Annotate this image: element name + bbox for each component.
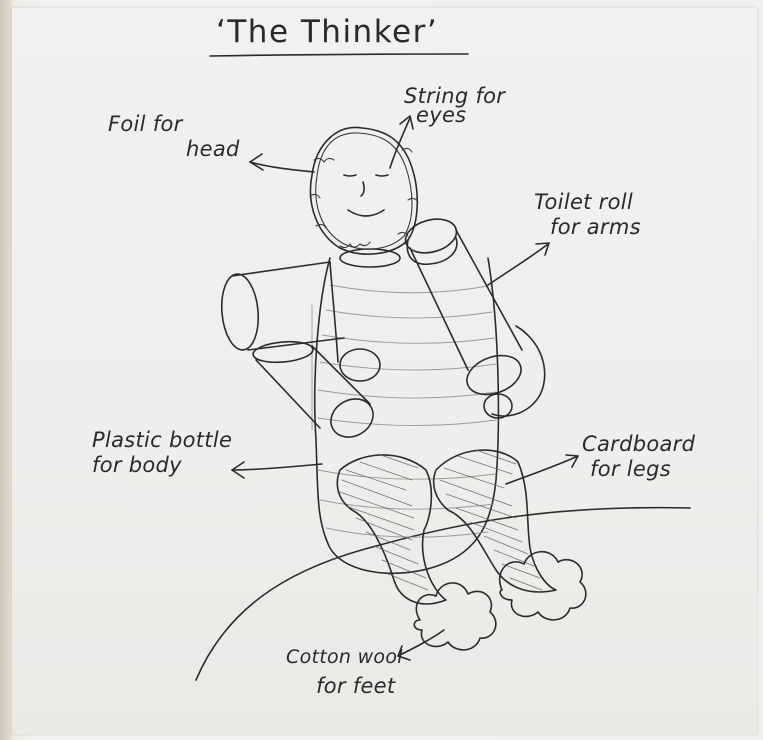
foil-head xyxy=(310,128,418,255)
body-bottle xyxy=(312,258,498,573)
title-underline xyxy=(210,54,468,56)
label-cardboard-legs: Cardboard for legs xyxy=(582,432,695,482)
right-arm-roll xyxy=(402,214,545,418)
label-foil-head: Foil for head xyxy=(108,112,240,162)
label-plastic-bottle-body: Plastic bottle for body xyxy=(92,428,232,478)
label-toilet-roll-arms: Toilet roll for arms xyxy=(534,190,641,240)
label-string-eyes: String for eyes xyxy=(404,84,505,128)
cardboard-legs xyxy=(337,450,556,604)
annotation-arrows xyxy=(232,116,578,660)
cotton-feet xyxy=(414,552,586,650)
drawing-title: ‘The Thinker’ xyxy=(216,14,438,50)
label-cotton-wool-feet: Cotton wool for feet xyxy=(286,646,403,699)
ground-line xyxy=(196,508,690,680)
